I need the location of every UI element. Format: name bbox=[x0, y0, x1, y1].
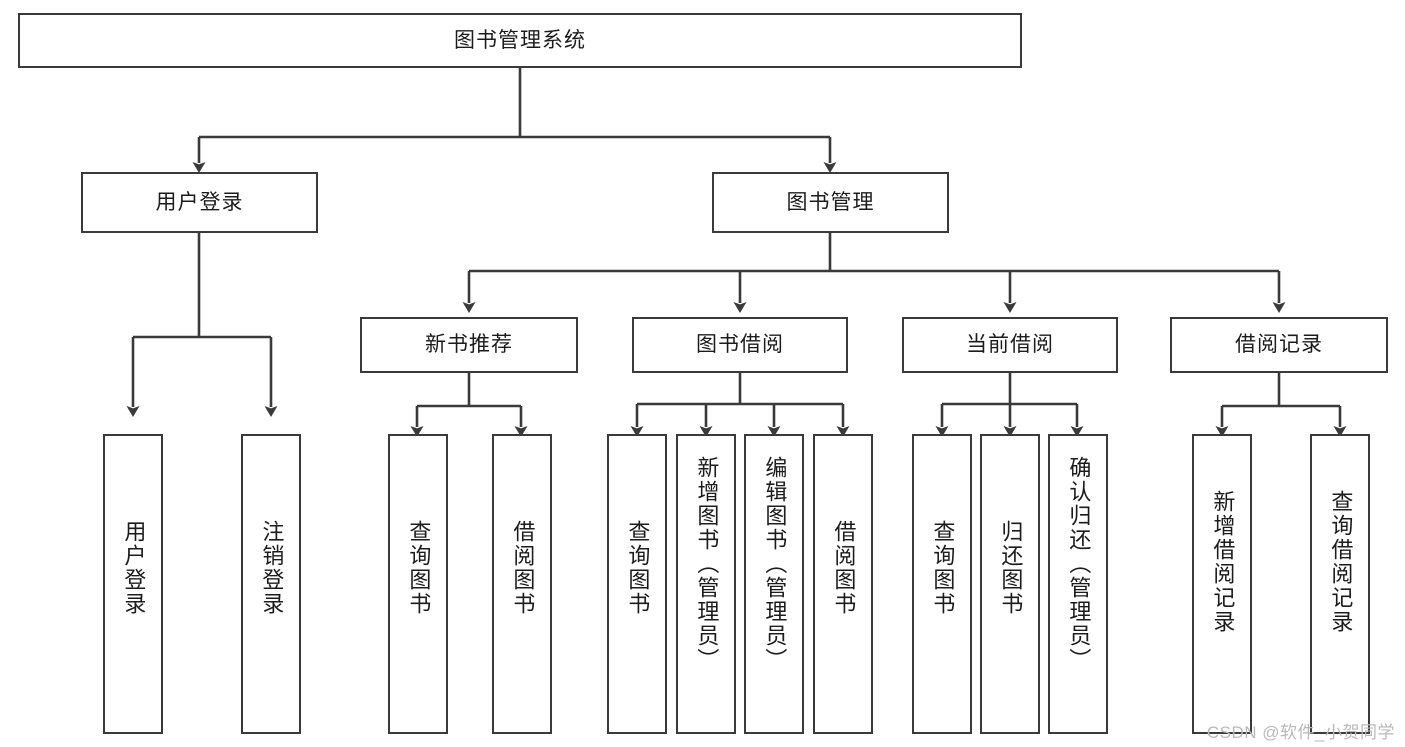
leaf-query-borrow-record[interactable]: 查询借阅记录 bbox=[1310, 434, 1370, 734]
leaf-user-login[interactable]: 用户登录 bbox=[103, 434, 163, 734]
node-book-management[interactable]: 图书管理 bbox=[712, 172, 949, 233]
node-label: 编辑图书（管理员） bbox=[762, 456, 788, 672]
node-label: 查询图书 bbox=[406, 520, 432, 616]
watermark-text: CSDN @软件_小贺同学 bbox=[1206, 723, 1395, 742]
leaf-logout[interactable]: 注销登录 bbox=[241, 434, 301, 734]
node-current-borrow[interactable]: 当前借阅 bbox=[902, 317, 1118, 373]
leaf-add-borrow-record[interactable]: 新增借阅记录 bbox=[1192, 434, 1252, 734]
leaf-query-book-recommend[interactable]: 查询图书 bbox=[388, 434, 448, 734]
node-label: 归还图书 bbox=[998, 520, 1024, 616]
node-label: 图书管理系统 bbox=[454, 28, 586, 52]
node-label: 借阅图书 bbox=[831, 520, 857, 616]
node-label: 查询借阅记录 bbox=[1328, 490, 1354, 634]
leaf-confirm-return-admin[interactable]: 确认归还（管理员） bbox=[1048, 434, 1108, 734]
node-root-system[interactable]: 图书管理系统 bbox=[18, 13, 1022, 68]
node-label: 当前借阅 bbox=[966, 333, 1054, 357]
node-new-book-recommend[interactable]: 新书推荐 bbox=[360, 317, 578, 373]
node-label: 借阅记录 bbox=[1235, 333, 1323, 357]
node-label: 用户登录 bbox=[121, 520, 147, 616]
leaf-query-book-borrow[interactable]: 查询图书 bbox=[607, 434, 667, 734]
node-label: 图书借阅 bbox=[696, 333, 784, 357]
leaf-query-book-current[interactable]: 查询图书 bbox=[912, 434, 972, 734]
node-label: 新增借阅记录 bbox=[1210, 490, 1236, 634]
node-label: 查询图书 bbox=[625, 520, 651, 616]
node-book-borrow[interactable]: 图书借阅 bbox=[632, 317, 848, 373]
leaf-edit-book-admin[interactable]: 编辑图书（管理员） bbox=[744, 434, 804, 734]
leaf-add-book-admin[interactable]: 新增图书（管理员） bbox=[676, 434, 736, 734]
node-label: 查询图书 bbox=[930, 520, 956, 616]
leaf-borrow-book[interactable]: 借阅图书 bbox=[813, 434, 873, 734]
leaf-return-book[interactable]: 归还图书 bbox=[980, 434, 1040, 734]
node-label: 新增图书（管理员） bbox=[694, 456, 720, 672]
node-user-login[interactable]: 用户登录 bbox=[81, 172, 318, 233]
node-label: 用户登录 bbox=[155, 190, 244, 214]
node-label: 图书管理 bbox=[786, 190, 875, 214]
leaf-borrow-book-recommend[interactable]: 借阅图书 bbox=[492, 434, 552, 734]
node-label: 借阅图书 bbox=[510, 520, 536, 616]
node-label: 注销登录 bbox=[259, 520, 285, 616]
node-borrow-record[interactable]: 借阅记录 bbox=[1170, 317, 1388, 373]
node-label: 确认归还（管理员） bbox=[1066, 456, 1092, 672]
node-label: 新书推荐 bbox=[425, 333, 513, 357]
